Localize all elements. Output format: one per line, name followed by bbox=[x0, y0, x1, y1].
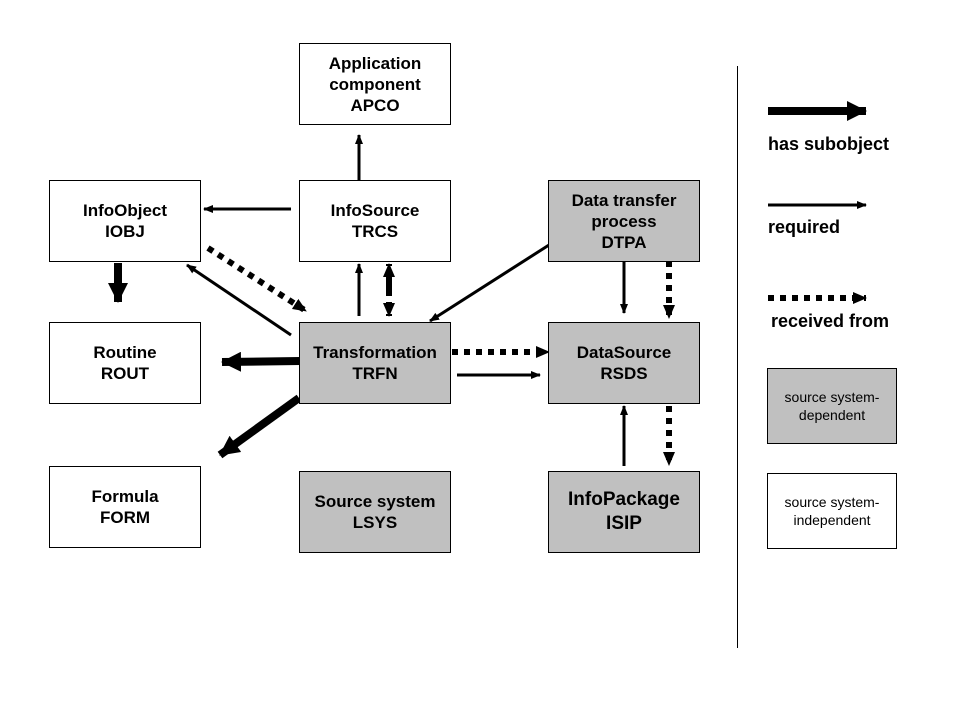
node-trcs-line2: TRCS bbox=[351, 222, 399, 241]
node-trfn: Transformation TRFN bbox=[299, 322, 451, 404]
node-rout-line1: Routine bbox=[93, 343, 157, 362]
node-isip: InfoPackage ISIP bbox=[548, 471, 700, 553]
node-trfn-line1: Transformation bbox=[313, 343, 437, 362]
edge-trfn-rout-subobject bbox=[221, 351, 301, 372]
node-apco-line3: APCO bbox=[350, 95, 400, 115]
legend-independent-line2: independent bbox=[793, 512, 871, 528]
node-rout-line2: ROUT bbox=[100, 364, 150, 383]
legend-independent-box: source system- independent bbox=[767, 473, 897, 549]
node-apco-line2: component bbox=[329, 74, 421, 94]
node-trfn-line2: TRFN bbox=[352, 364, 398, 383]
node-apco-line1: Application bbox=[328, 53, 422, 73]
node-isip-line2: ISIP bbox=[606, 513, 642, 534]
edge-trfn-form-subobject bbox=[217, 394, 302, 459]
node-apco: Application component APCO bbox=[299, 43, 451, 125]
node-rsds-line1: DataSource bbox=[576, 343, 672, 362]
edge-trfn-iobj-required bbox=[186, 263, 292, 337]
node-rsds: DataSource RSDS bbox=[548, 322, 700, 404]
legend-dependent-line2: dependent bbox=[798, 407, 866, 423]
legend-independent-line1: source system- bbox=[784, 494, 880, 510]
edge-iobj-trfn-received bbox=[206, 245, 308, 314]
node-trcs: InfoSource TRCS bbox=[299, 180, 451, 262]
node-trcs-line1: InfoSource bbox=[330, 201, 420, 220]
legend-dependent-line1: source system- bbox=[784, 389, 880, 405]
legend-has-subobject-label: has subobject bbox=[768, 134, 890, 154]
node-rsds-line2: RSDS bbox=[600, 364, 648, 383]
node-lsys: Source system LSYS bbox=[299, 471, 451, 553]
node-iobj-line2: IOBJ bbox=[105, 222, 145, 241]
node-dtpa-line2: process bbox=[591, 211, 657, 231]
legend-dependent-box: source system- dependent bbox=[767, 368, 897, 444]
node-dtpa-line1: Data transfer bbox=[571, 190, 677, 210]
edge-dtpa-trfn-required bbox=[429, 243, 550, 323]
node-rout: Routine ROUT bbox=[49, 322, 201, 404]
node-dtpa-line3: DTPA bbox=[601, 232, 647, 252]
node-iobj: InfoObject IOBJ bbox=[49, 180, 201, 262]
node-form-line1: Formula bbox=[91, 487, 159, 506]
legend-required-label: required bbox=[768, 217, 841, 237]
legend-received-from-label: received from bbox=[771, 311, 890, 331]
node-iobj-line1: InfoObject bbox=[82, 201, 168, 220]
node-isip-line1: InfoPackage bbox=[568, 489, 680, 510]
node-dtpa: Data transfer process DTPA bbox=[548, 180, 700, 262]
legend-divider bbox=[737, 66, 738, 648]
node-lsys-line2: LSYS bbox=[352, 513, 398, 532]
node-form: Formula FORM bbox=[49, 466, 201, 548]
node-form-line2: FORM bbox=[99, 508, 151, 527]
node-lsys-line1: Source system bbox=[314, 492, 436, 511]
